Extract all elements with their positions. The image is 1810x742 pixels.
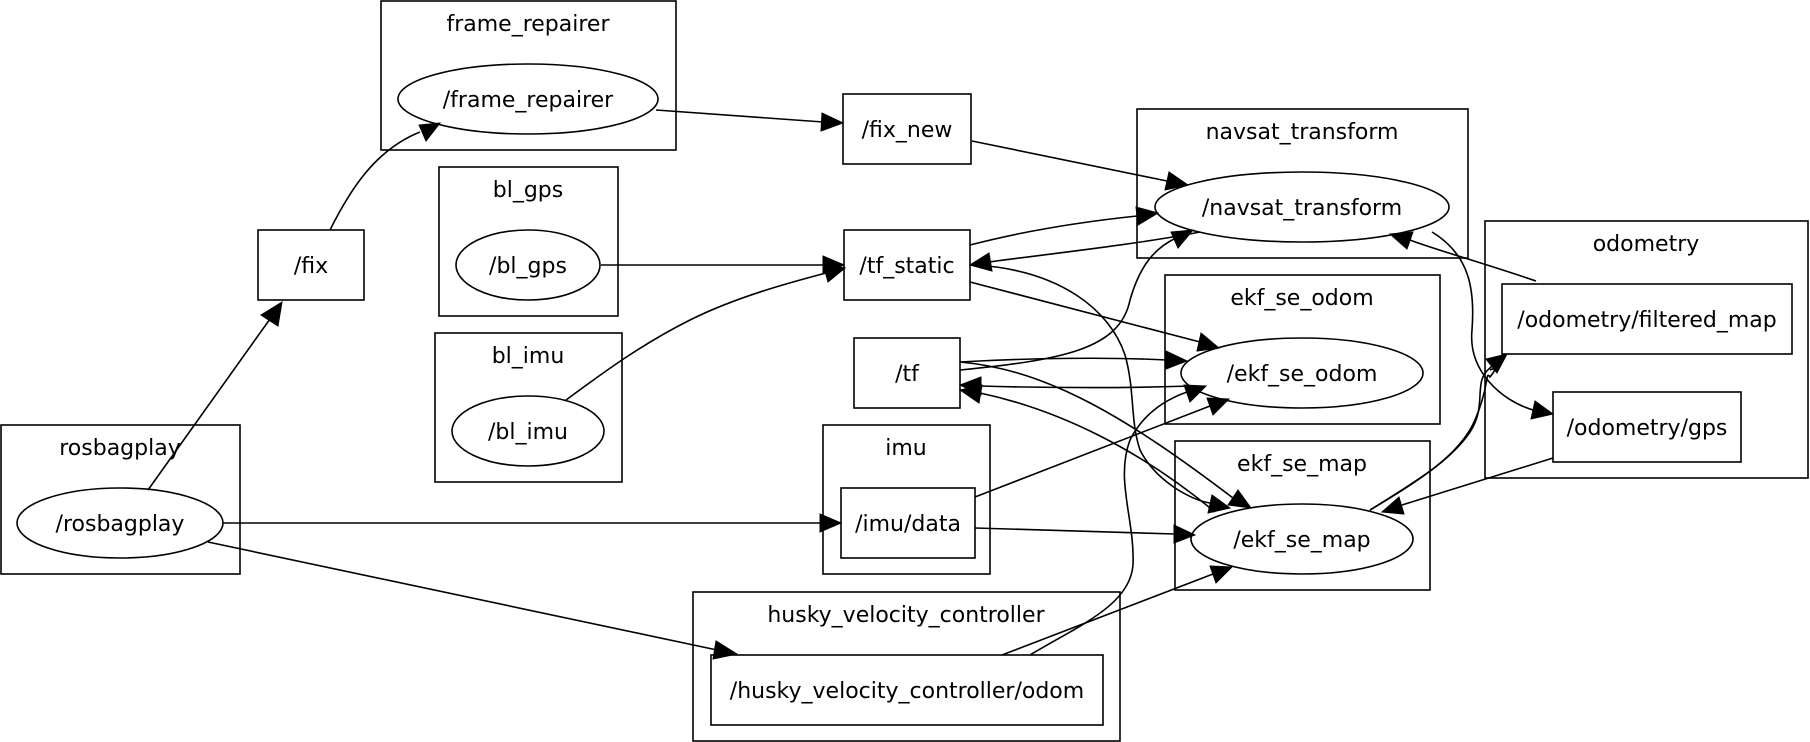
cluster-label-bl-gps: bl_gps <box>493 178 563 203</box>
cluster-label-bl-imu: bl_imu <box>492 344 565 369</box>
cluster-navsat-transform: navsat_transform <box>1136 108 1469 259</box>
node-label-frame-repairer: /frame_repairer <box>443 88 614 113</box>
edge-imu-data-to-ekf-se-map <box>974 524 1197 544</box>
cluster-husky-velocity-controller: husky_velocity_controller <box>692 591 1121 742</box>
edge-odometry-gps-to-ekf-se-map <box>1380 457 1554 515</box>
cluster-ekf-se-map: ekf_se_map <box>1174 440 1431 591</box>
edge-husky-odom-to-ekf-se-map <box>1001 565 1234 656</box>
node-label-fix: /fix <box>294 254 328 279</box>
cluster-label-rosbagplay: rosbagplay <box>59 436 180 461</box>
edge-rosbagplay-to-husky-odom <box>207 541 739 660</box>
cluster-label-odometry: odometry <box>1593 232 1700 257</box>
node-husky-velocity-controller-odom[interactable]: /husky_velocity_controller/odom <box>710 654 1104 726</box>
edge-bl-imu-to-tf-static <box>565 263 847 401</box>
node-fix-new[interactable]: /fix_new <box>842 93 972 165</box>
cluster-label-imu: imu <box>885 436 927 461</box>
cluster-imu: imu <box>822 424 991 575</box>
node-label-tf-static: /tf_static <box>859 254 954 279</box>
node-label-bl-imu: /bl_imu <box>488 420 568 445</box>
node-odometry-filtered-map[interactable]: /odometry/filtered_map <box>1501 283 1793 355</box>
node-bl-gps[interactable]: /bl_gps <box>455 229 601 301</box>
node-rosbagplay[interactable]: /rosbagplay <box>16 487 224 559</box>
edge-rosbagplay-to-imu-data <box>223 513 843 533</box>
edge-rosbagplay-to-fix <box>147 300 283 491</box>
cluster-label-frame-repairer: frame_repairer <box>446 12 610 37</box>
node-label-imu-data: /imu/data <box>855 512 961 537</box>
node-label-fix-new: /fix_new <box>862 118 953 143</box>
node-label-odometry-gps: /odometry/gps <box>1567 416 1728 441</box>
node-tf-static[interactable]: /tf_static <box>843 229 971 301</box>
edge-tf-to-ekf-se-odom <box>959 350 1189 370</box>
edge-bl-gps-to-tf-static <box>601 255 846 275</box>
cluster-rosbagplay: rosbagplay <box>0 424 241 575</box>
node-bl-imu[interactable]: /bl_imu <box>451 395 605 467</box>
node-label-tf: /tf <box>895 362 920 387</box>
edge-frame-repairer-to-fix-new <box>655 109 845 132</box>
edge-tf-static-to-ekf-se-map <box>974 264 1232 514</box>
node-label-rosbagplay: /rosbagplay <box>56 512 185 537</box>
node-label-navsat-transform: /navsat_transform <box>1202 196 1402 221</box>
node-label-odometry-filtered-map: /odometry/filtered_map <box>1517 308 1776 333</box>
cluster-frame-repairer: frame_repairer <box>380 0 677 151</box>
node-imu-data[interactable]: /imu/data <box>840 487 976 559</box>
cluster-bl-imu: bl_imu <box>434 332 623 483</box>
node-label-ekf-se-odom: /ekf_se_odom <box>1227 362 1378 387</box>
cluster-odometry: odometry <box>1484 220 1809 479</box>
node-navsat-transform[interactable]: /navsat_transform <box>1154 171 1450 243</box>
edge-tf-static-to-navsat <box>969 206 1160 246</box>
edge-ekf-se-map-to-odometry-filtered-map <box>1369 368 1496 511</box>
edge-ekf-se-map-to-odometry-filtered-map-line <box>1369 353 1508 511</box>
cluster-label-ekf-se-odom: ekf_se_odom <box>1230 286 1373 311</box>
cluster-ekf-se-odom: ekf_se_odom <box>1164 274 1441 425</box>
node-ekf-se-odom[interactable]: /ekf_se_odom <box>1180 337 1424 409</box>
cluster-bl-gps: bl_gps <box>438 166 619 317</box>
cluster-label-ekf-se-map: ekf_se_map <box>1237 452 1367 477</box>
node-ekf-se-map[interactable]: /ekf_se_map <box>1190 503 1414 575</box>
edge-fix-new-to-navsat <box>971 140 1190 191</box>
node-label-ekf-se-map: /ekf_se_map <box>1233 528 1370 553</box>
edge-ekf-se-map-to-tf <box>958 384 1216 513</box>
edge-tf-to-navsat <box>959 229 1195 371</box>
node-odometry-gps[interactable]: /odometry/gps <box>1552 391 1742 463</box>
edge-odometry-filtered-map-to-navsat <box>1388 231 1537 282</box>
node-tf[interactable]: /tf <box>853 337 961 409</box>
edge-fix-to-frame-repairer <box>329 122 442 231</box>
node-label-bl-gps: /bl_gps <box>489 254 567 279</box>
edge-imu-data-to-ekf-se-odom <box>974 397 1231 498</box>
edge-tf-static-to-ekf-se-odom <box>969 281 1221 352</box>
cluster-label-husky-velocity-controller: husky_velocity_controller <box>767 603 1045 628</box>
node-label-husky-odom: /husky_velocity_controller/odom <box>730 679 1084 704</box>
edge-husky-odom-to-ekf-se-odom <box>1029 384 1208 656</box>
edge-ekf-se-odom-to-tf <box>958 376 1193 396</box>
node-fix[interactable]: /fix <box>257 229 365 301</box>
edge-tf-to-ekf-se-map <box>959 361 1253 509</box>
node-frame-repairer[interactable]: /frame_repairer <box>397 63 659 135</box>
edge-navsat-to-tf-static <box>968 231 1201 272</box>
cluster-label-navsat-transform: navsat_transform <box>1206 120 1399 145</box>
